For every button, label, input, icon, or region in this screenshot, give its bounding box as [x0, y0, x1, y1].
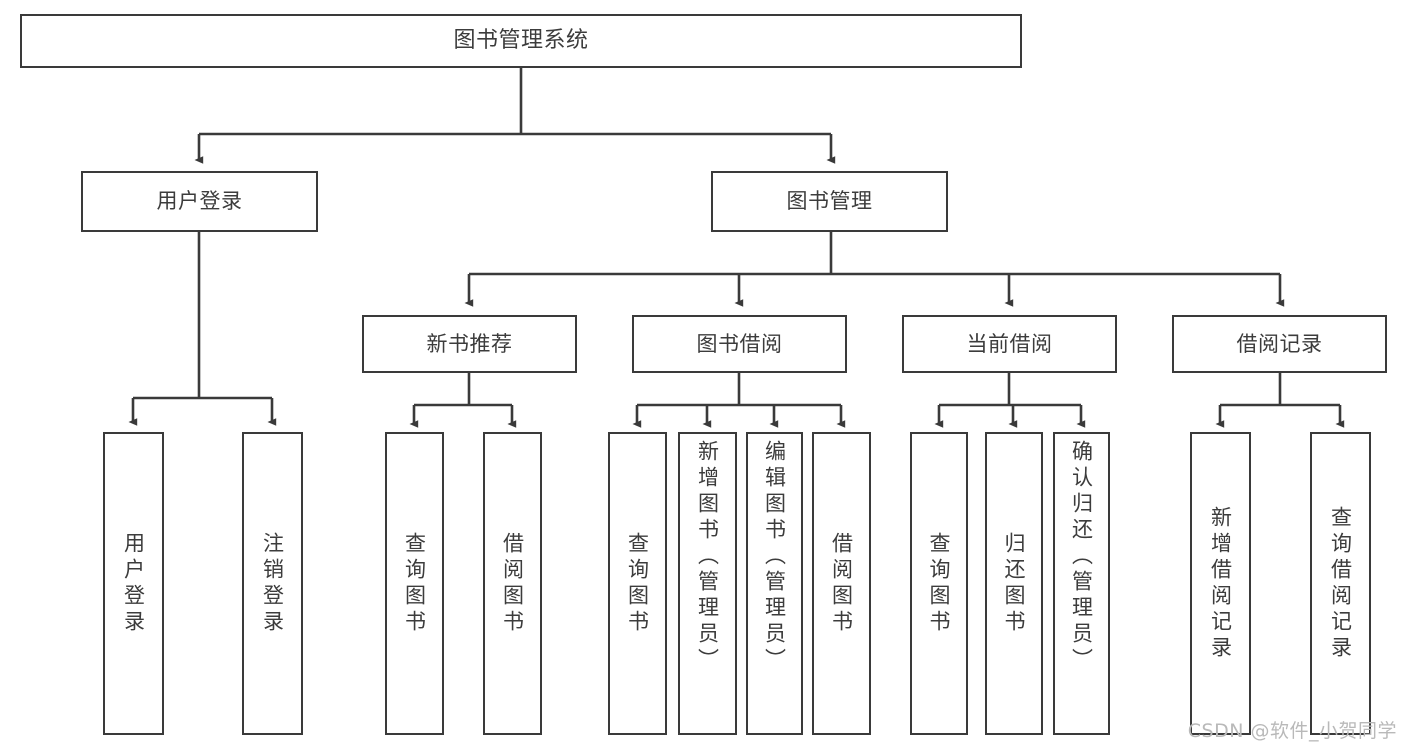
node-root-book-management-system[interactable]: 图书管理系统 — [20, 14, 1022, 68]
leaf-query-book-current[interactable]: 查询图书 — [910, 432, 968, 735]
node-label: 图书借阅 — [696, 331, 783, 356]
leaf-return-book[interactable]: 归还图书 — [985, 432, 1043, 735]
node-label: 新增图书（管理员） — [695, 440, 720, 674]
node-label: 用户登录 — [156, 189, 243, 214]
leaf-edit-book-admin[interactable]: 编辑图书（管理员） — [746, 432, 803, 735]
node-label: 查询借阅记录 — [1328, 505, 1353, 662]
leaf-user-login[interactable]: 用户登录 — [103, 432, 164, 735]
node-label: 借阅图书 — [500, 531, 525, 636]
leaf-add-borrow-record[interactable]: 新增借阅记录 — [1190, 432, 1251, 735]
node-label: 图书管理 — [786, 189, 873, 214]
node-label: 借阅记录 — [1236, 331, 1323, 356]
node-label: 新书推荐 — [426, 331, 513, 356]
node-book-borrow[interactable]: 图书借阅 — [632, 315, 847, 373]
leaf-query-borrow-record[interactable]: 查询借阅记录 — [1310, 432, 1371, 735]
node-borrow-record[interactable]: 借阅记录 — [1172, 315, 1387, 373]
watermark-text: CSDN @软件_小贺同学 — [1187, 720, 1397, 742]
leaf-borrow-book-borrow[interactable]: 借阅图书 — [812, 432, 871, 735]
node-label: 确认归还（管理员） — [1069, 440, 1094, 674]
node-label: 查询图书 — [625, 531, 650, 636]
leaf-user-logout[interactable]: 注销登录 — [242, 432, 303, 735]
node-label: 编辑图书（管理员） — [762, 440, 787, 674]
node-label: 注销登录 — [260, 531, 285, 636]
node-label: 查询图书 — [927, 531, 952, 636]
node-current-borrow[interactable]: 当前借阅 — [902, 315, 1117, 373]
node-user-login[interactable]: 用户登录 — [81, 171, 318, 232]
node-label: 借阅图书 — [829, 531, 854, 636]
leaf-borrow-book-new[interactable]: 借阅图书 — [483, 432, 542, 735]
leaf-query-book-borrow[interactable]: 查询图书 — [608, 432, 667, 735]
node-book-management[interactable]: 图书管理 — [711, 171, 948, 232]
node-label: 图书管理系统 — [453, 28, 589, 54]
leaf-add-book-admin[interactable]: 新增图书（管理员） — [678, 432, 737, 735]
leaf-confirm-return-admin[interactable]: 确认归还（管理员） — [1053, 432, 1110, 735]
node-label: 查询图书 — [402, 531, 427, 636]
node-new-book-recommend[interactable]: 新书推荐 — [362, 315, 577, 373]
node-label: 当前借阅 — [966, 331, 1053, 356]
node-label: 归还图书 — [1002, 531, 1027, 636]
node-label: 用户登录 — [121, 531, 146, 636]
leaf-query-book-new[interactable]: 查询图书 — [385, 432, 444, 735]
node-label: 新增借阅记录 — [1208, 505, 1233, 662]
